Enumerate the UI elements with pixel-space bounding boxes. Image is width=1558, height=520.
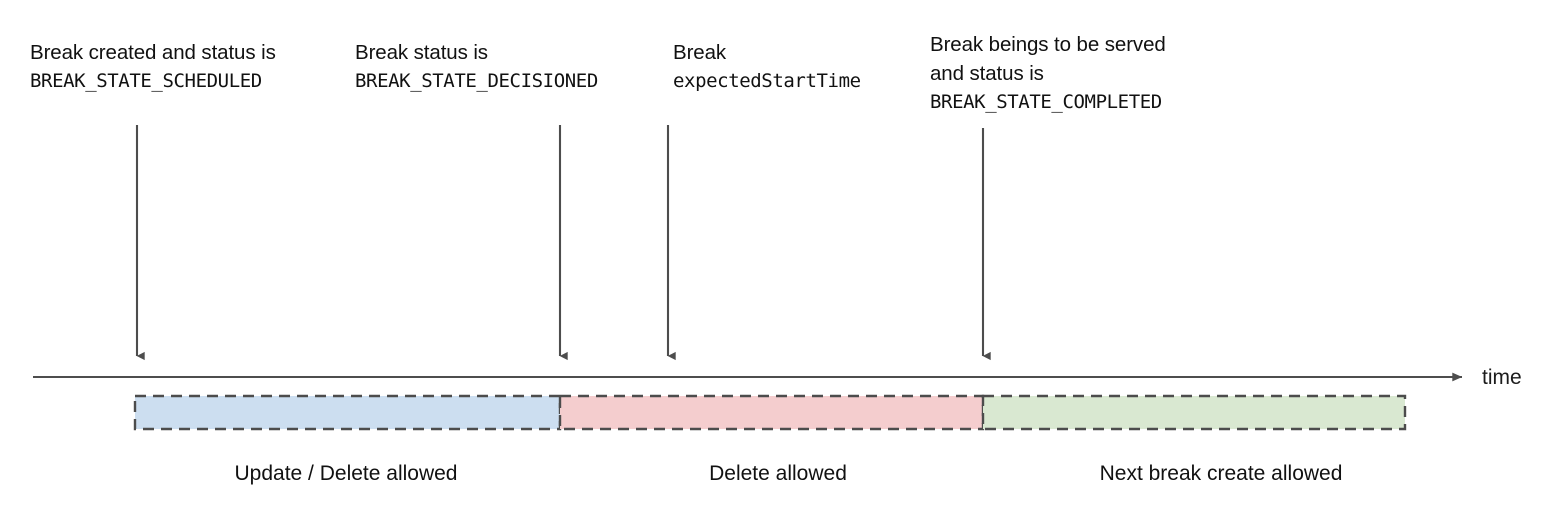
annotation-break-created: Break created and status is BREAK_STATE_…: [30, 38, 276, 96]
annotation-break-decisioned: Break status is BREAK_STATE_DECISIONED: [355, 38, 598, 96]
phase-bar-next-break-create: [981, 394, 1407, 431]
annotation-line: and status is: [930, 62, 1044, 85]
annotation-line: Break created and status is: [30, 41, 276, 64]
annotation-state-name: BREAK_STATE_COMPLETED: [930, 91, 1162, 113]
annotation-line: Break: [673, 41, 727, 64]
segment-caption-update-delete: Update / Delete allowed: [234, 462, 458, 485]
annotation-line: Break status is: [355, 41, 488, 64]
annotation-state-name: BREAK_STATE_SCHEDULED: [30, 70, 262, 92]
annotation-break-expected-start-time: Break expectedStartTime: [673, 38, 861, 96]
segment-caption-next-break-create: Next break create allowed: [1099, 462, 1343, 485]
annotation-break-completed: Break beings to be served and status is …: [930, 30, 1166, 117]
annotation-state-name: BREAK_STATE_DECISIONED: [355, 70, 598, 92]
annotation-field-name: expectedStartTime: [673, 70, 861, 92]
phase-bar-update-delete: [133, 394, 562, 431]
segment-caption-delete-only: Delete allowed: [709, 462, 847, 485]
phase-bar-delete-only: [558, 394, 985, 431]
time-axis-label: time: [1482, 366, 1522, 389]
annotation-line: Break beings to be served: [930, 33, 1166, 56]
